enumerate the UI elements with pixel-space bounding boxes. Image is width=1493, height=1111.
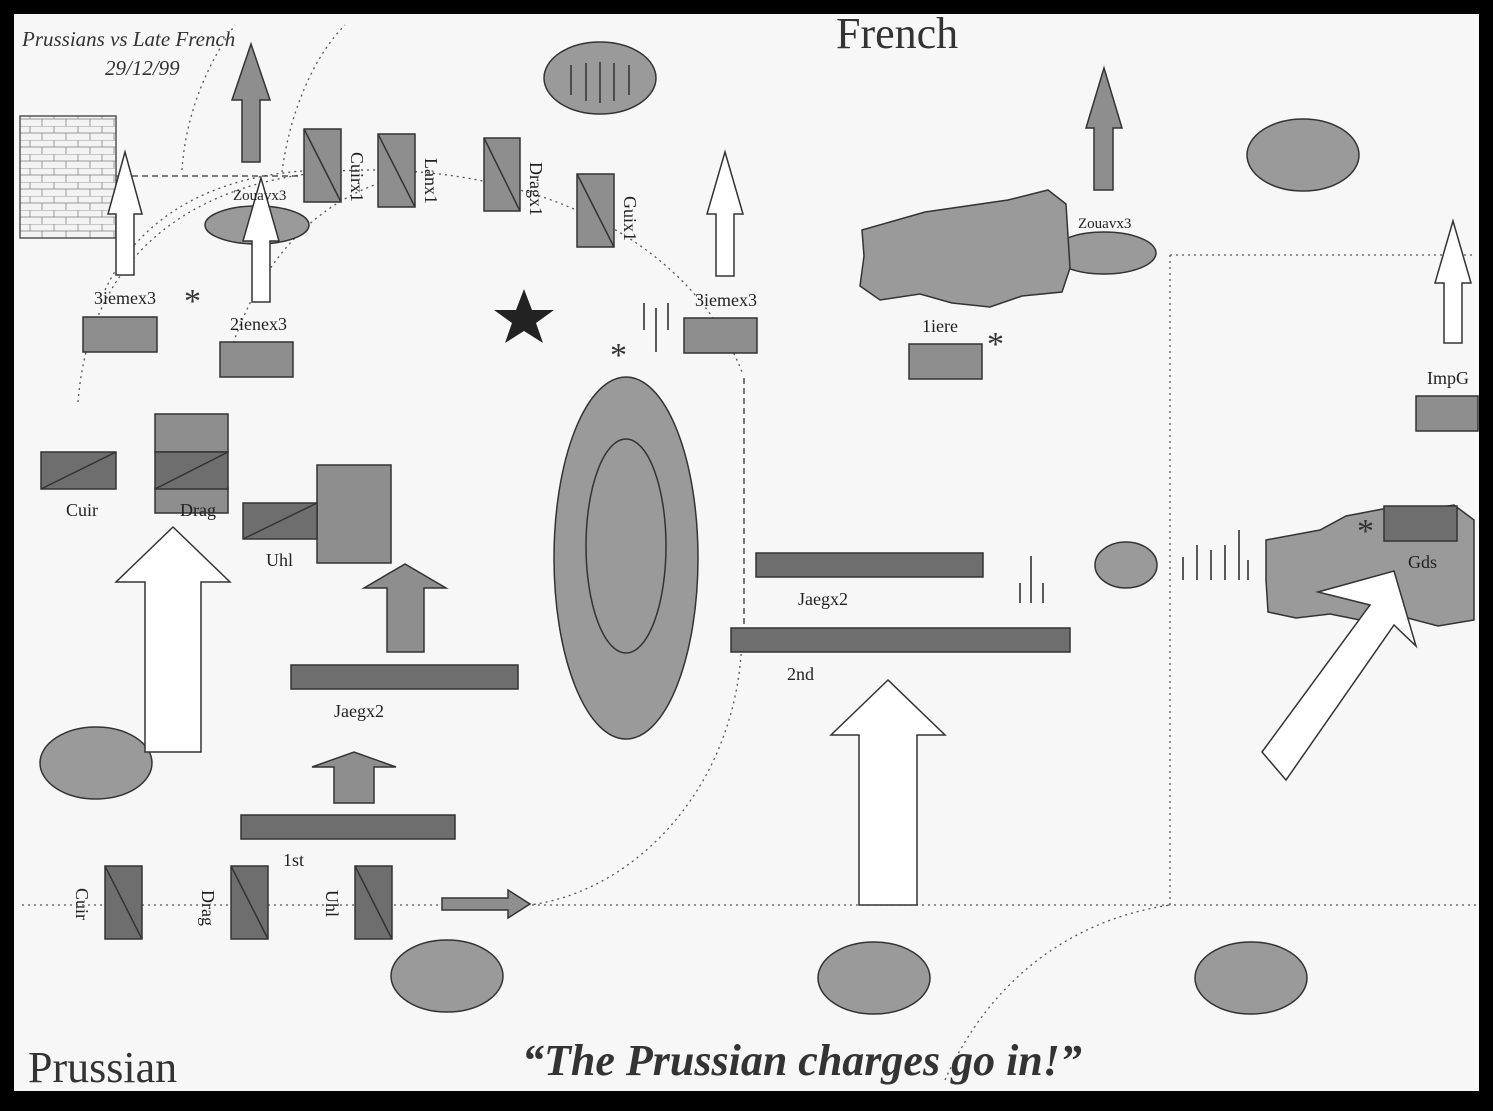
label-cuir-bottom: Cuir — [72, 888, 92, 920]
asterisk-icon: * — [1357, 513, 1374, 550]
header-title: Prussians vs Late French — [21, 27, 235, 51]
oval-bottom-1 — [390, 939, 504, 1013]
label-drag-mid: Drag — [180, 500, 216, 520]
label-gds: Gds — [1408, 552, 1437, 572]
unit-block-mid — [316, 464, 392, 564]
arrow-open-diagonal — [1261, 570, 1418, 782]
label-drag-bottom: Drag — [198, 890, 218, 926]
arrow-open-big-left — [114, 525, 232, 753]
unit-cuir-mid — [40, 451, 117, 490]
woods-top — [859, 189, 1071, 308]
terrain — [39, 41, 1475, 1015]
unit-cuirx1 — [303, 128, 342, 203]
asterisk-icon: * — [610, 337, 627, 374]
label-zouav-right: Zouavx3 — [1078, 216, 1131, 232]
arrow-open-far-right — [1434, 218, 1472, 344]
unit-impg — [1415, 395, 1479, 432]
brick-wall — [19, 115, 117, 239]
label-first: 1st — [283, 850, 304, 870]
label-guix1: Guix1 — [620, 196, 640, 241]
arrow-dark-mid — [361, 563, 449, 653]
line-units — [240, 552, 1071, 840]
label-troisieme-left: 3iemex3 — [94, 288, 156, 308]
asterisk-icon: * — [987, 326, 1004, 363]
label-zouav-left: Zouavx3 — [233, 188, 286, 204]
unit-guix1 — [576, 173, 615, 248]
unit-troisieme-left — [82, 316, 158, 353]
slashed-units — [40, 128, 1458, 940]
unit-block-left-top — [154, 413, 229, 453]
oval-top-right — [1246, 118, 1360, 192]
unit-uhl-mid — [242, 502, 318, 540]
grey-arrows — [230, 41, 1124, 920]
unit-troisieme-mid — [683, 317, 758, 354]
unit-deuxieme — [219, 341, 294, 378]
unit-premiere — [908, 343, 983, 380]
side-title-top: French — [836, 9, 958, 58]
arrow-dark-low — [311, 751, 397, 804]
label-cuirx1: Cuirx1 — [347, 152, 367, 202]
arrow-open-big-center — [829, 678, 947, 906]
label-cuir-mid: Cuir — [66, 500, 98, 520]
arrow-dark-right — [441, 888, 532, 920]
unit-drag-mid — [154, 451, 229, 490]
guide-lines — [22, 24, 1476, 1081]
label-jaeg-left: Jaegx2 — [334, 701, 384, 721]
label-second: 2nd — [787, 664, 814, 684]
label-deuxieme: 2ienex3 — [230, 314, 287, 334]
side-title-bottom: Prussian — [28, 1043, 177, 1092]
arrow-open-troisieme — [706, 149, 744, 277]
hill-dividers — [570, 62, 630, 103]
arrow-open-wall — [107, 149, 143, 276]
oval-small-right — [1094, 541, 1158, 589]
arrow-grey-top-left — [230, 41, 272, 163]
header-date: 29/12/99 — [105, 56, 180, 80]
plain-units — [82, 316, 1479, 564]
unit-lanx1 — [377, 133, 416, 208]
oval-bottom-2 — [817, 941, 931, 1015]
label-impg: ImpG — [1427, 368, 1469, 388]
hill-inner — [585, 438, 667, 654]
asterisk-icon: * — [184, 283, 201, 320]
star-icon — [494, 289, 554, 343]
label-premiere: 1iere — [922, 316, 958, 336]
label-uhl-bottom: Uhl — [322, 890, 342, 917]
oval-left — [39, 726, 153, 800]
unit-block-left-bottom — [154, 487, 229, 514]
tick-marks — [643, 303, 1249, 603]
unit-cuir-bottom — [104, 865, 143, 940]
oval-bottom-3 — [1194, 941, 1308, 1015]
unit-drag-bottom — [230, 865, 269, 940]
unit-jaeg-right — [755, 552, 984, 578]
arrow-grey-top-right — [1084, 65, 1124, 191]
unit-gds — [1383, 505, 1458, 542]
caption: “The Prussian charges go in!” — [522, 1036, 1082, 1085]
unit-jaeg-left — [290, 664, 519, 690]
open-arrows — [107, 149, 1472, 906]
unit-first — [240, 814, 456, 840]
label-jaeg-right: Jaegx2 — [798, 589, 848, 609]
asterisks: * * * * — [184, 283, 1374, 550]
label-uhl-mid: Uhl — [266, 550, 293, 570]
label-lanx1: Lanx1 — [421, 158, 441, 204]
unit-uhl-bottom — [354, 865, 393, 940]
label-troisieme-mid: 3iemex3 — [695, 290, 757, 310]
label-dragx1: Dragx1 — [526, 162, 546, 216]
arrow-open-zouave — [242, 175, 280, 303]
unit-second — [730, 627, 1071, 653]
unit-dragx1 — [483, 137, 521, 212]
